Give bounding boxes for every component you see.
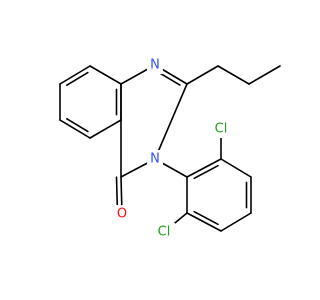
- bond-Cb-Cc: [248, 65, 281, 85]
- atom-label-cl-bottom: Cl: [153, 223, 175, 241]
- bond-C8a-C8: [89, 65, 122, 85]
- atom-label-cl-top: Cl: [210, 120, 232, 138]
- atom-label-n1: N: [147, 56, 163, 74]
- bond-C2-Ca: [186, 65, 219, 85]
- bond-C1p-C2p: [186, 158, 222, 178]
- chlorine-bottom-label: Cl: [158, 225, 171, 240]
- bond-C6-C5-inner: [66, 118, 89, 133]
- oxygen-label: O: [117, 207, 127, 222]
- quinazolinone-structure-diagram: N N O Cl Cl: [59, 56, 281, 241]
- bond-layer: [59, 64, 281, 233]
- nitrogen-n3-label: N: [150, 152, 160, 167]
- bond-Ca-Cb: [217, 65, 250, 85]
- bond-C4p-C5p: [220, 212, 252, 232]
- bond-C2-N3: [154, 83, 188, 160]
- bond-C5p-C6p: [186, 212, 222, 232]
- bond-C5-C4a: [89, 119, 122, 139]
- nitrogen-n1-label: N: [150, 58, 160, 73]
- bond-C1p-C2p-inner: [193, 164, 219, 180]
- atom-label-n3: N: [147, 150, 163, 168]
- chlorine-top-label: Cl: [215, 122, 228, 137]
- bond-C5p-C6p-inner: [193, 210, 219, 226]
- bond-C6-C5: [59, 119, 91, 139]
- bond-C8-C7-inner: [66, 71, 89, 86]
- atom-label-o: O: [114, 205, 130, 223]
- bond-C8-C7: [59, 65, 91, 85]
- bond-C2p-C3p: [220, 158, 252, 178]
